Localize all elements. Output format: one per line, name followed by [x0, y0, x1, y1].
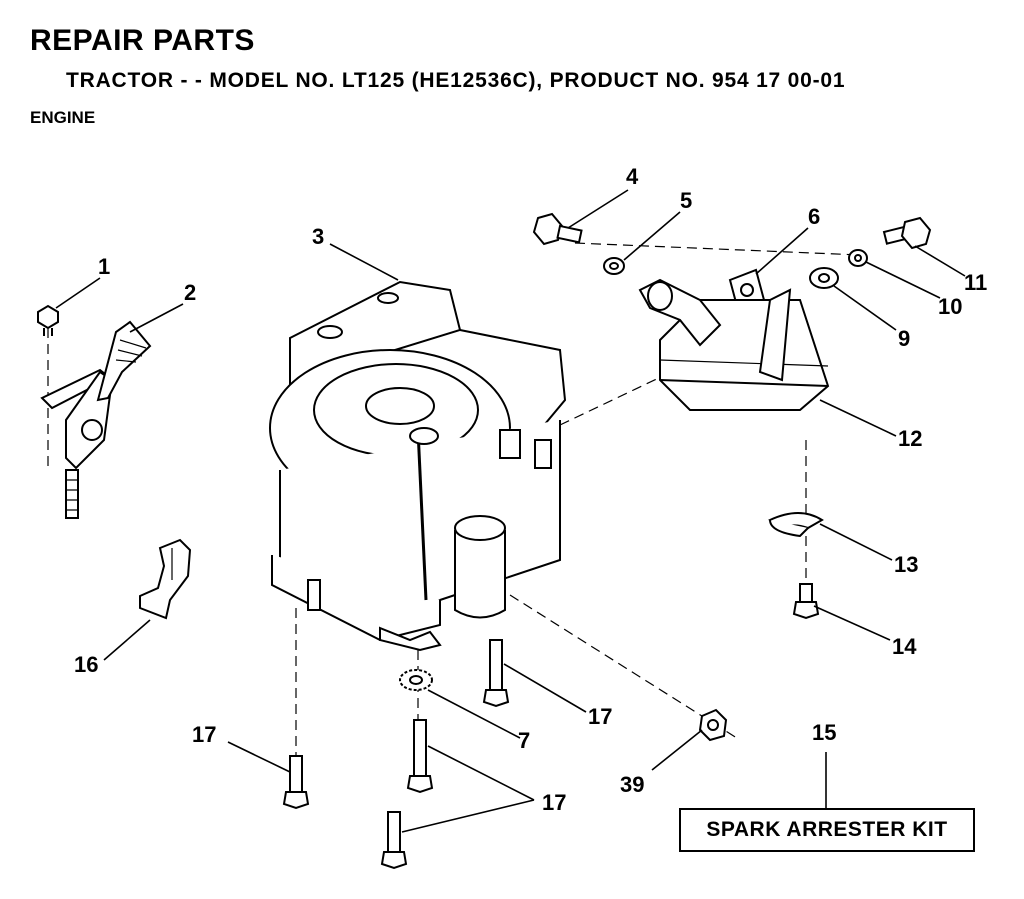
part-10-washer: [848, 249, 868, 267]
callout-1: 1: [98, 254, 110, 279]
callout-39: 39: [620, 772, 644, 797]
callout-7: 7: [518, 728, 530, 753]
callout-2: 2: [184, 280, 196, 305]
page-title: REPAIR PARTS: [30, 24, 255, 57]
part-17-bolt-b: [282, 755, 310, 810]
part-5-washer: [603, 257, 625, 275]
part-7-lock-washer: [399, 669, 433, 691]
part-9-washer: [809, 267, 839, 289]
part-1-bolt: [37, 304, 59, 336]
part-3-engine: [269, 280, 567, 652]
callout-11: 11: [964, 270, 987, 295]
callout-3: 3: [312, 224, 324, 249]
part-12-muffler: [638, 278, 830, 411]
part-14-screw: [792, 583, 820, 620]
part-13-spark-arrester-screen: [768, 512, 824, 538]
section-label: ENGINE: [30, 108, 96, 127]
part-17-bolt-a: [482, 639, 510, 708]
callout-17-left: 17: [192, 722, 216, 747]
callout-5: 5: [680, 188, 692, 213]
callout-17-lower: 17: [542, 790, 566, 815]
callout-10: 10: [938, 294, 962, 319]
part-16-bracket: [139, 538, 192, 620]
part-17-bolt-d: [380, 811, 408, 870]
model-subtitle: TRACTOR - - MODEL NO. LT125 (HE12536C), …: [66, 69, 846, 92]
callout-17-upper: 17: [588, 704, 612, 729]
spark-arrester-kit-label: SPARK ARRESTER KIT: [679, 808, 975, 852]
part-39-nut: [698, 708, 728, 742]
callout-13: 13: [894, 552, 918, 577]
callout-15: 15: [812, 720, 836, 745]
callout-9: 9: [898, 326, 910, 351]
callout-6: 6: [808, 204, 820, 229]
callout-12: 12: [898, 426, 922, 451]
callout-16: 16: [74, 652, 98, 677]
callout-14: 14: [892, 634, 917, 659]
part-2-throttle-control: [40, 320, 152, 519]
part-11-bolt: [882, 216, 932, 250]
part-17-bolt-c: [406, 719, 434, 794]
leader-lines: [55, 189, 966, 833]
part-4-bolt: [532, 212, 583, 246]
callout-4: 4: [626, 164, 639, 189]
